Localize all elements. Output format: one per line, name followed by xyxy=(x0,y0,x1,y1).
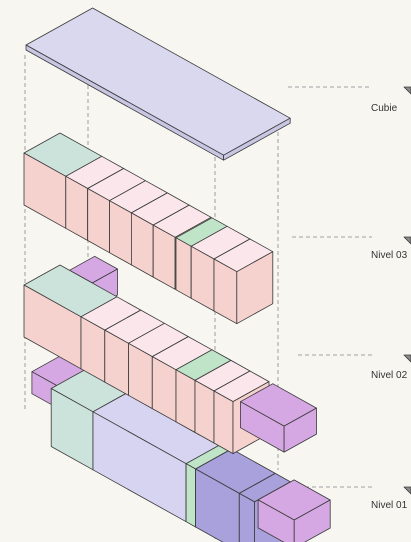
level-01-volumes xyxy=(31,351,331,542)
level-01-lilac-cube-right-end xyxy=(293,499,331,542)
roof-slab xyxy=(25,7,291,161)
level-02-module-end-b-side xyxy=(213,390,234,455)
label-nivel-01: Nivel 01 xyxy=(371,500,408,511)
marker-nivel-01 xyxy=(403,486,411,495)
level-01-green-strip-side xyxy=(185,463,197,528)
level-03-volumes xyxy=(23,132,274,325)
level-03-green-module-side xyxy=(175,237,192,299)
label-nivel-02: Nivel 02 xyxy=(371,370,408,381)
level-02-lilac-cube-right-end xyxy=(283,407,317,453)
level-01-lilac-cube-right-side xyxy=(257,499,295,542)
level-02-volumes xyxy=(23,255,317,455)
level-01-purple-block-b-side xyxy=(238,492,255,542)
level-02-green-module-side xyxy=(175,369,196,433)
marker-cubierta xyxy=(403,86,411,95)
marker-nivel-02 xyxy=(403,354,411,363)
label-cubierta: Cubie xyxy=(371,103,398,114)
label-nivel-03: Nivel 03 xyxy=(371,250,408,261)
marker-nivel-03 xyxy=(403,236,411,245)
roof-top xyxy=(25,7,291,156)
level-markers xyxy=(403,86,411,495)
level-03-module-end-b-end xyxy=(236,251,274,325)
level-01-purple-block-a-side xyxy=(195,468,240,542)
roof-edge-end xyxy=(223,117,291,161)
level-02-module-end-side xyxy=(194,379,215,444)
